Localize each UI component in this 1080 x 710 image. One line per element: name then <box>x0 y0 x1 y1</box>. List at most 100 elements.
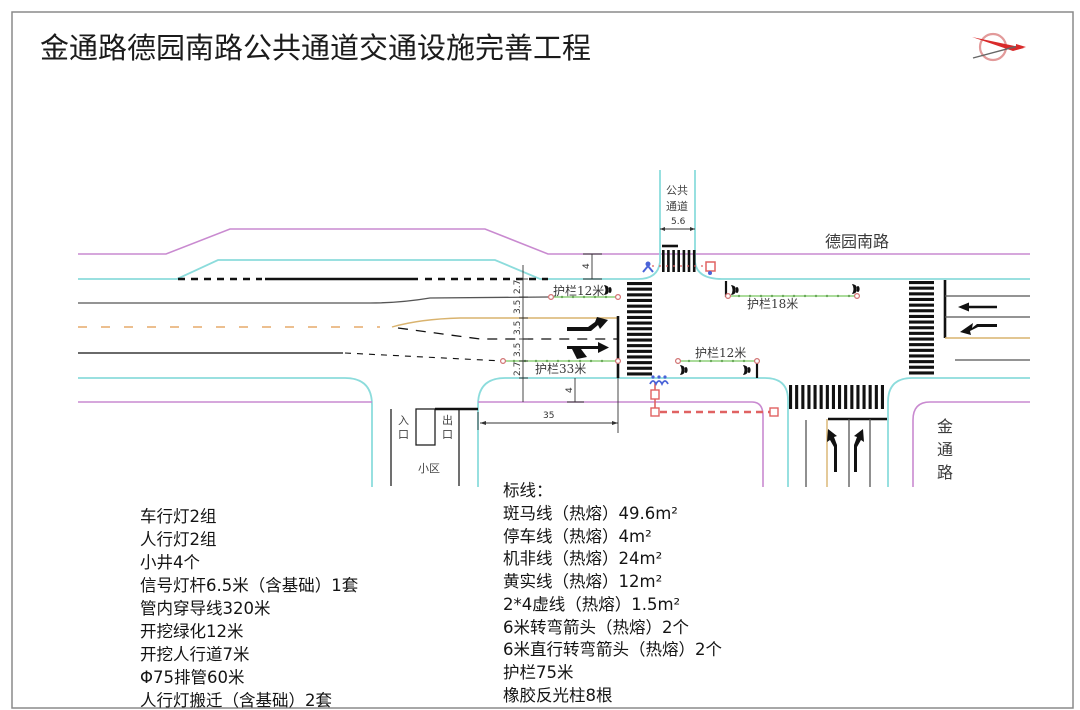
crosswalk-stripe <box>909 314 934 318</box>
community-label: 小区 <box>418 462 440 475</box>
straight-arrow-icon <box>958 302 997 312</box>
guardrail-post <box>825 294 829 298</box>
crosswalk-stripe <box>692 250 696 272</box>
road-boundary-north <box>78 228 1030 255</box>
guardrail-post <box>571 295 575 299</box>
lane-width-value: 3.5 <box>513 321 523 335</box>
crosswalk-stripe <box>880 385 884 409</box>
crosswalk-stripe <box>627 304 652 308</box>
guardrail-post <box>604 295 608 299</box>
crosswalk-west <box>627 282 652 376</box>
lane-width-value: 2.7 <box>513 280 523 294</box>
curb-line-south-west <box>78 377 373 487</box>
guardrail-post <box>759 294 763 298</box>
left-turn-arrow-icon <box>567 317 608 331</box>
guardrail-post <box>512 359 516 363</box>
guardrail-post <box>803 294 807 298</box>
manhole-icon <box>650 407 660 417</box>
crosswalk-stripe <box>627 293 652 297</box>
crosswalk-east <box>909 281 934 375</box>
crosswalk-stripe <box>909 309 934 313</box>
guardrail-post <box>720 359 724 363</box>
reflective-post-shape <box>684 367 688 373</box>
guardrail-post <box>545 359 549 363</box>
crosswalk-stripe <box>795 385 799 409</box>
lane-divider-dashed <box>397 327 618 340</box>
crosswalk-stripe <box>856 385 860 409</box>
guardrail-post <box>792 294 796 298</box>
compass-logo-icon <box>972 32 1026 62</box>
guardrail-post <box>698 359 702 363</box>
reflective-post-shape <box>608 287 612 293</box>
dimension-north-sidewalk: 4 <box>582 253 602 280</box>
guardrail-post <box>578 359 582 363</box>
exit-label: 口 <box>442 428 453 441</box>
marking-item: 停车线（热熔）4m² <box>503 527 652 546</box>
crosswalk-stripe <box>838 385 842 409</box>
crosswalk-stripe <box>627 355 652 359</box>
guardrail-post <box>836 294 840 298</box>
reflective-post-shape <box>731 285 736 295</box>
guardrail-end <box>614 358 621 365</box>
dimension-passage-width: 5.6 <box>660 217 695 231</box>
center-line-solid <box>391 317 618 328</box>
curb-line-north-west <box>78 170 661 280</box>
straight-turn-arrow-icon <box>567 342 609 353</box>
guardrail-end <box>724 293 731 300</box>
curb-line-south-middle <box>477 377 789 487</box>
crosswalk-stripe <box>627 372 652 376</box>
crosswalk-stripe <box>819 385 823 409</box>
pedestrian-signal-icon <box>642 261 654 273</box>
public-passage-label: 公共 <box>666 184 688 197</box>
crosswalk-south <box>789 385 884 409</box>
marking-item: 黄实线（热熔）12m² <box>503 572 662 591</box>
reflective-post-icon <box>743 365 751 375</box>
manhole-icon <box>769 407 779 417</box>
lane-width-value: 3.5 <box>513 300 523 314</box>
straight-turn-arrow-branch <box>572 349 587 359</box>
guardrail-post <box>737 294 741 298</box>
lane-line-westbound <box>78 296 549 304</box>
quantity-item: 开挖绿化12米 <box>140 622 244 641</box>
reflective-post-icon <box>731 285 739 295</box>
guardrail-post <box>600 359 604 363</box>
guardrail-label: 护栏18米 <box>747 296 798 311</box>
crosswalk-stripe <box>627 287 652 291</box>
crosswalk-stripe <box>909 326 934 330</box>
lane-width-value: 2.7 <box>513 362 523 376</box>
crosswalk-stripe <box>627 315 652 319</box>
dimension-value: 4 <box>582 263 592 269</box>
guardrail-post <box>781 294 785 298</box>
markings-heading: 标线： <box>503 481 553 500</box>
crosswalk-stripe <box>909 354 934 358</box>
guardrail-post <box>709 359 713 363</box>
crosswalk-stripe <box>831 385 835 409</box>
lane-width-value: 3.5 <box>513 343 523 357</box>
community-gatehouse <box>415 408 436 446</box>
crosswalk-stripe <box>909 365 934 369</box>
guardrail-post <box>560 295 564 299</box>
crosswalk-stripe <box>627 349 652 353</box>
marking-item: 橡胶反光柱8根 <box>503 686 613 705</box>
crosswalk-stripe <box>909 348 934 352</box>
curb-line-north-east <box>694 170 1030 280</box>
marking-item: 6米直行转弯箭头（热熔）2个 <box>503 640 722 659</box>
guardrails <box>500 293 860 365</box>
marking-item: 斑马线（热熔）49.6m² <box>503 504 678 523</box>
reflective-post-shape <box>680 365 685 375</box>
crosswalk-stripe <box>862 385 866 409</box>
dimension-value: 35 <box>543 411 554 421</box>
turn-arrow-icon <box>827 429 837 472</box>
crosswalk-stripe <box>909 337 934 341</box>
guardrail-end <box>753 358 760 365</box>
quantity-item: 小井4个 <box>140 553 200 572</box>
page-title: 金通路德园南路公共通道交通设施完善工程 <box>40 31 591 65</box>
marking-item: 2*4虚线（热熔）1.5m² <box>503 595 680 614</box>
crosswalk-stripe <box>627 361 652 365</box>
guardrail-label: 护栏12米 <box>695 345 746 360</box>
guardrail-post <box>556 359 560 363</box>
crosswalk-stripe <box>909 371 934 375</box>
quantity-list: 车行灯2组 人行灯2组 小井4个 信号灯杆6.5米（含基础）1套 管内穿导线32… <box>140 507 358 710</box>
reflective-post-shape <box>852 284 857 294</box>
